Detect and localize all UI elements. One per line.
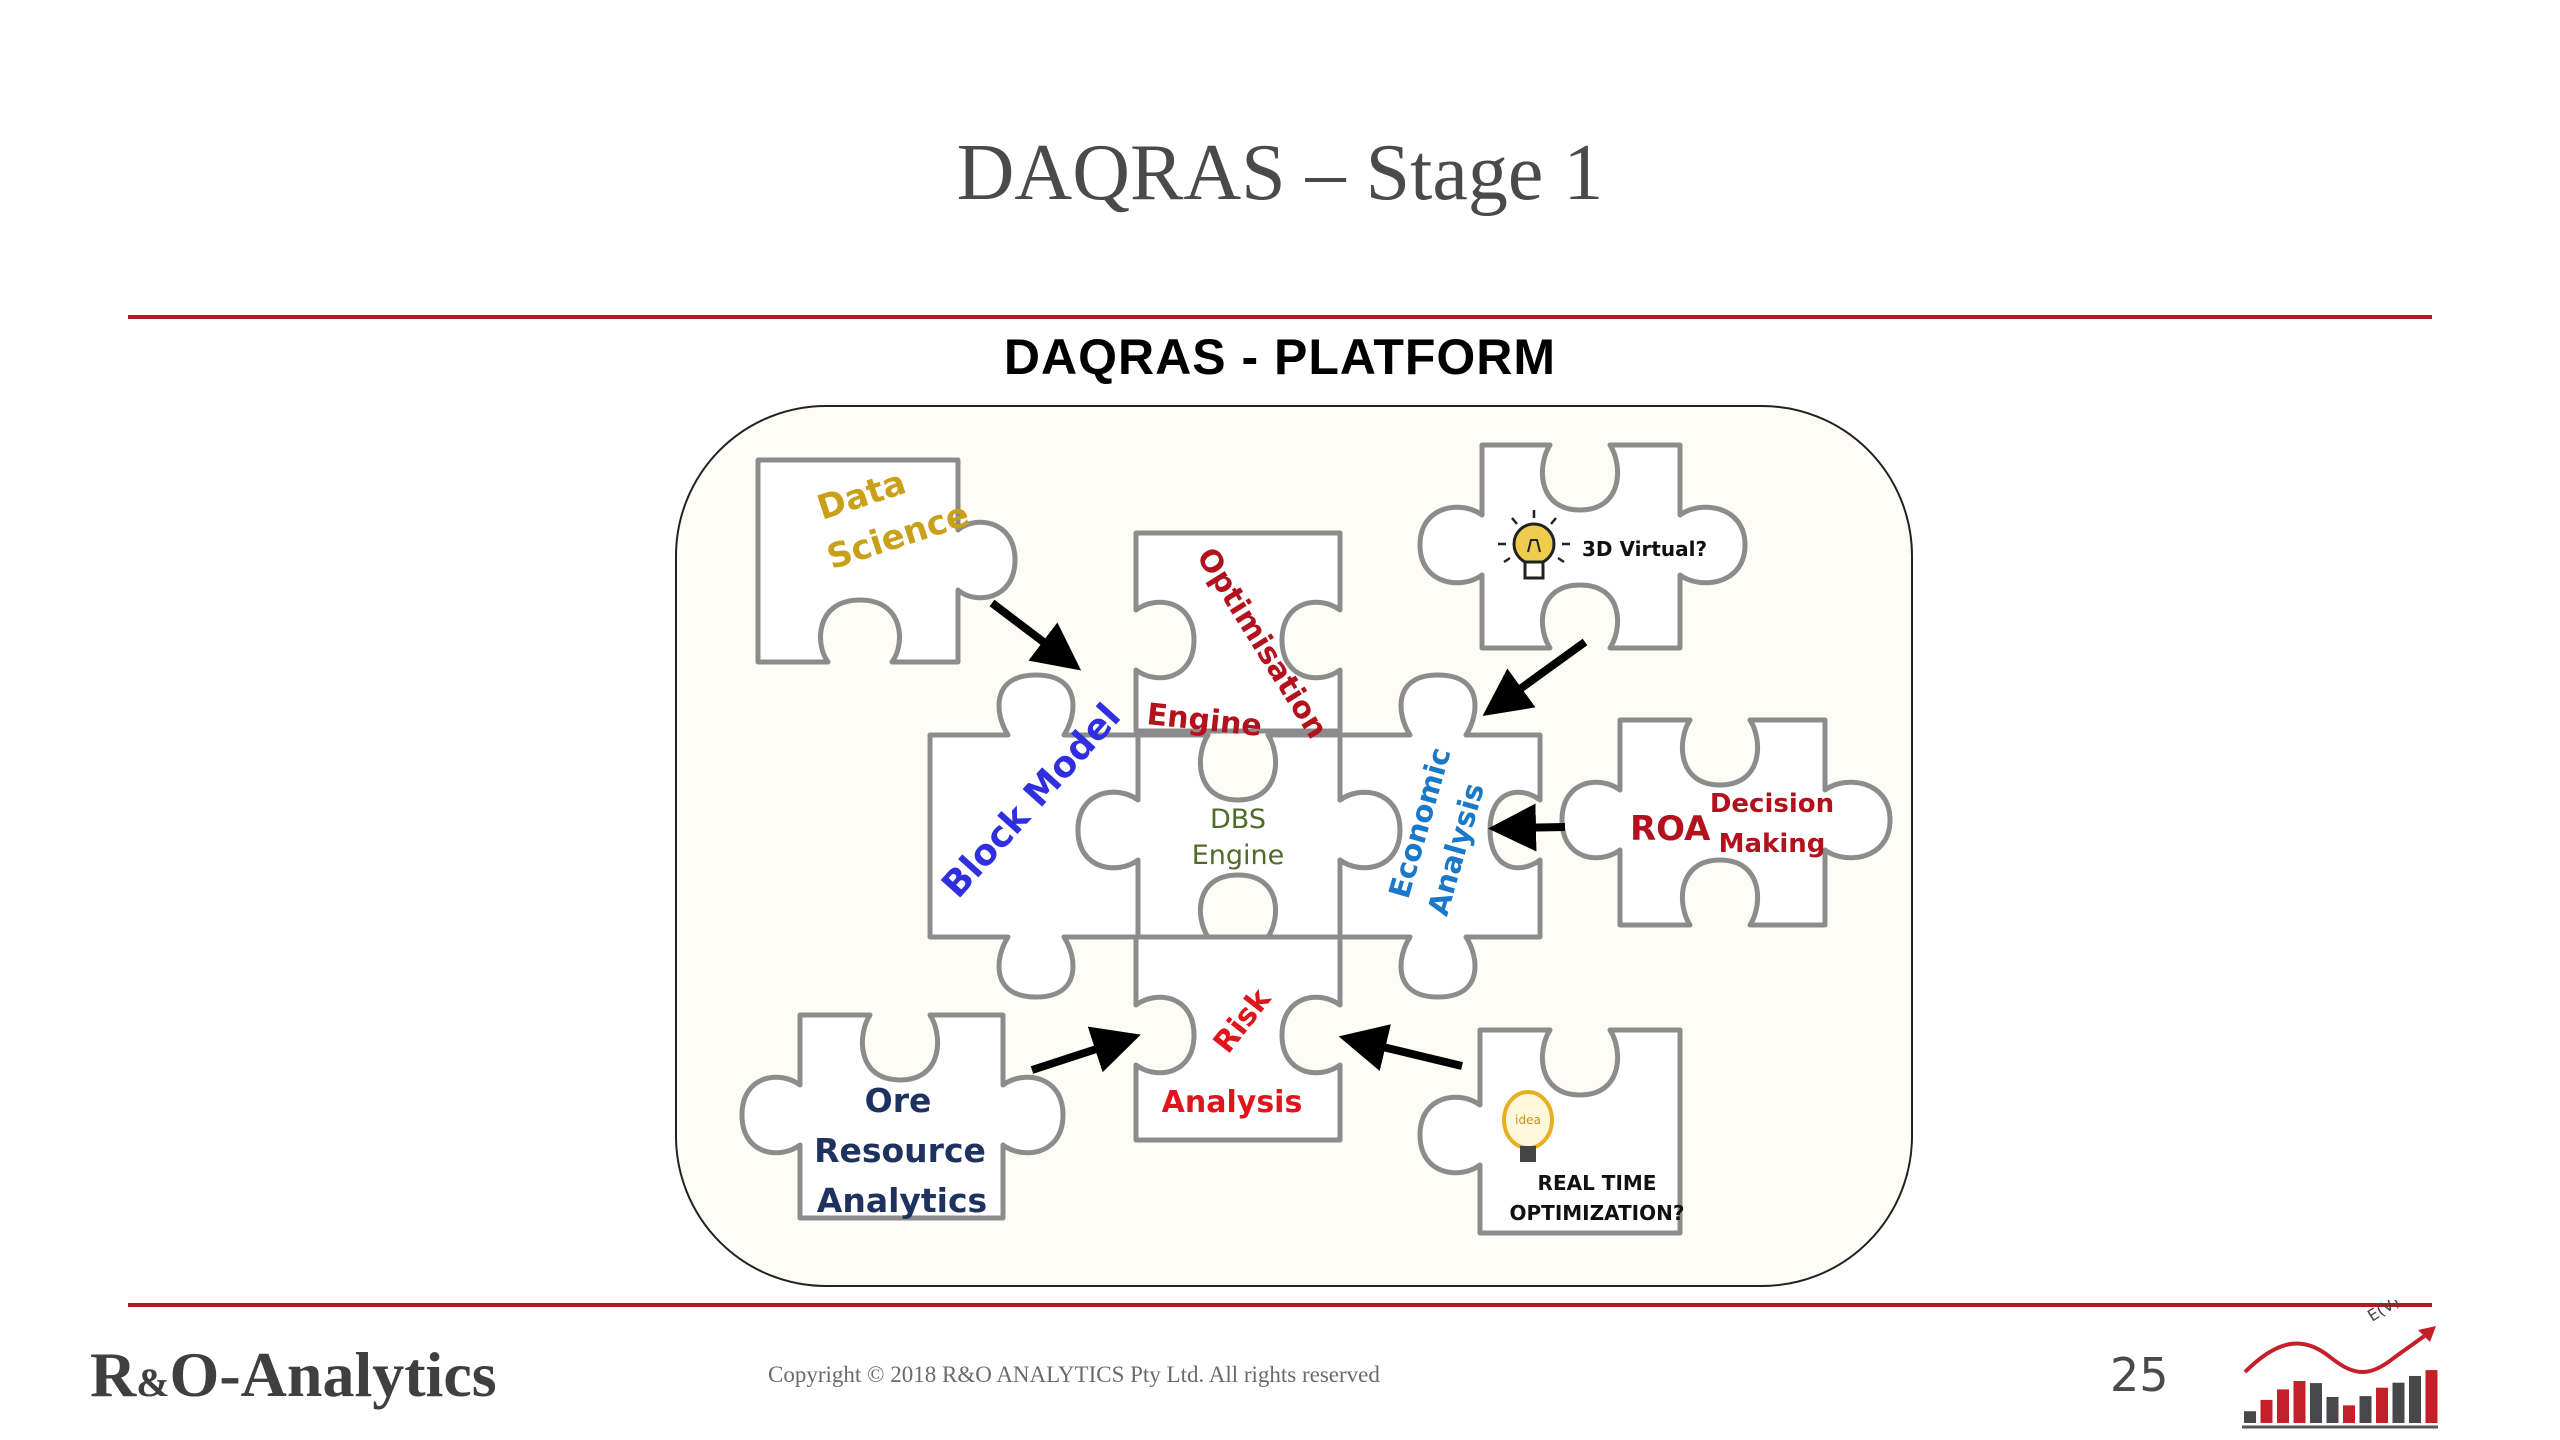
bottom-divider <box>128 1303 2432 1307</box>
idea-lightbulb-icon: idea <box>1502 1090 1554 1162</box>
puzzle-piece-ore-resource <box>739 1012 1066 1221</box>
logo-bar <box>2359 1396 2372 1423</box>
decision-label: Decision <box>1710 789 1834 819</box>
logo-bar <box>2326 1396 2339 1423</box>
roa-label: ROA <box>1630 809 1711 849</box>
logo-bar <box>2376 1387 2388 1423</box>
logo-bar <box>2260 1399 2273 1423</box>
idea-bulb-text: idea <box>1515 1113 1541 1127</box>
logo-bar <box>2244 1411 2256 1423</box>
realtime-label-line1: REAL TIME <box>1538 1171 1657 1195</box>
realtime-label-line2: OPTIMIZATION? <box>1510 1201 1685 1225</box>
logo-bar <box>2343 1405 2355 1423</box>
puzzle-piece-roa <box>1559 717 1893 928</box>
arrow-roa <box>1488 803 1566 852</box>
lightbulb-icon <box>1498 510 1570 580</box>
logo-bar <box>2310 1383 2322 1423</box>
logo-bar <box>2425 1370 2438 1423</box>
page-number: 25 <box>2110 1348 2169 1402</box>
brand-prefix: R <box>90 1339 137 1410</box>
top-divider <box>128 315 2432 319</box>
arrow-3d-virtual <box>1482 638 1588 717</box>
ev-chart-logo: E(V) <box>2242 1300 2438 1429</box>
brand-suffix: O-Analytics <box>169 1339 497 1410</box>
ore-label-line2: Resource <box>814 1131 986 1170</box>
copyright-notice: Copyright © 2018 R&O ANALYTICS Pty Ltd. … <box>768 1362 1380 1387</box>
logo-bar <box>2277 1389 2289 1423</box>
puzzle-piece-optimisation <box>1133 530 1343 734</box>
puzzle-piece-3d-virtual <box>1417 442 1748 651</box>
brand-amp: & <box>136 1360 170 1405</box>
logo-bar <box>2293 1381 2306 1423</box>
dbs-label-line2: Engine <box>1192 840 1285 871</box>
ore-label-line3: Analytics <box>817 1181 987 1220</box>
making-label: Making <box>1719 829 1826 859</box>
brand-name: R&O-Analytics <box>90 1338 497 1412</box>
arrow-ore-resource <box>1030 1026 1141 1074</box>
logo-arrowhead <box>2418 1326 2436 1342</box>
ore-label-line1: Ore <box>865 1081 932 1120</box>
logo-bar <box>2392 1382 2405 1423</box>
platform-title: DAQRAS - PLATFORM <box>1003 329 1557 385</box>
logo-trend-arrow <box>2243 1330 2432 1374</box>
puzzle-piece-risk-analysis <box>1133 934 1343 1143</box>
arrow-real-time <box>1338 1024 1463 1071</box>
logo-ev-label: E(V) <box>2364 1300 2403 1325</box>
arrow-data-science <box>989 599 1082 671</box>
slide-title: DAQRAS – Stage 1 <box>956 129 1604 217</box>
puzzle-piece-data-science <box>755 457 1018 665</box>
risk-analysis-label: Analysis <box>1162 1085 1303 1120</box>
logo-bar <box>2409 1375 2421 1423</box>
puzzle-piece-economic-analysis <box>1337 672 1543 1000</box>
dbs-label-line1: DBS <box>1210 804 1266 835</box>
virtual-label: 3D Virtual? <box>1582 537 1707 561</box>
